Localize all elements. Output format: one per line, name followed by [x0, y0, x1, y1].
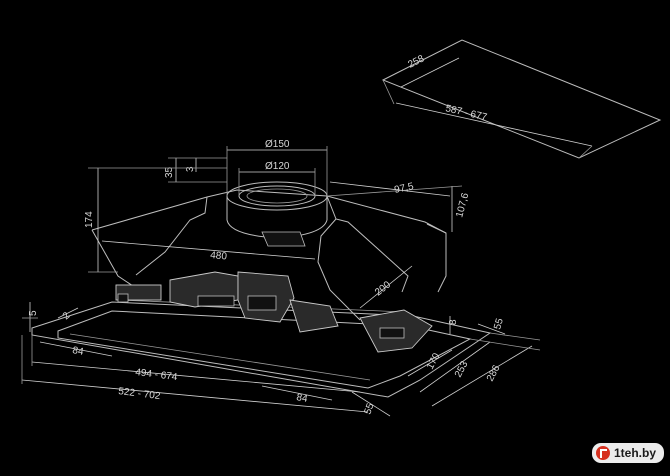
housing-left-edge — [91, 229, 143, 293]
label-width-outer: 522 - 702 — [118, 386, 162, 402]
dim-width-inner — [31, 361, 361, 393]
dim-depth-b — [419, 341, 491, 393]
label-body-height: 174 — [84, 211, 95, 228]
top-depth-label: 258 — [406, 53, 426, 71]
top-width-dimline — [395, 102, 593, 147]
watermark-logo: 1teh.by — [591, 443, 664, 463]
label-body-width: 480 — [210, 250, 228, 262]
top-depth-dimline — [400, 57, 460, 88]
dim-rim-front — [351, 391, 391, 417]
watermark-text: 1teh.by — [613, 446, 656, 460]
dim-outlet-offset — [329, 181, 451, 197]
label-depth-b: 253 — [453, 359, 471, 379]
top-view-plate: 258 587 - 677 — [381, 39, 662, 159]
dim-body-depth — [359, 265, 413, 309]
dim-depth-a — [407, 349, 453, 377]
damper-block — [261, 231, 306, 247]
base-frame — [31, 301, 492, 398]
label-rim-front: 55 — [362, 401, 376, 416]
label-notch-right: 84 — [295, 392, 308, 405]
label-flange-inset: 3 — [185, 166, 196, 172]
label-base-left: 5 — [28, 310, 39, 316]
dim-notch-right — [261, 385, 333, 401]
dim-depth-c — [431, 345, 533, 407]
dim-notch-left — [39, 341, 113, 357]
label-outlet-side: 107,6 — [454, 191, 471, 218]
label-flange-height: 35 — [164, 166, 175, 178]
control-box — [289, 299, 339, 333]
label-base-right: 8 — [448, 319, 459, 325]
dim-body-width — [101, 240, 316, 260]
label-outlet-outer: Ø150 — [265, 139, 290, 150]
label-outlet-inner: Ø120 — [265, 161, 290, 172]
label-outlet-offset: 97,5 — [393, 181, 415, 196]
dim-lip — [477, 323, 506, 335]
dim-width-outer — [21, 379, 369, 413]
housing-top-edge — [91, 189, 447, 293]
label-notch-left: 84 — [71, 345, 84, 358]
top-plate-outline — [381, 39, 662, 159]
label-width-inner: 494 - 674 — [135, 367, 179, 383]
dim-rim-left — [57, 307, 79, 319]
label-lip: 55 — [492, 317, 506, 331]
hood-body — [31, 181, 492, 398]
label-rim-left: 2 — [61, 310, 73, 322]
top-width-label: 587 - 677 — [444, 103, 488, 123]
label-depth-a: 170 — [425, 351, 443, 371]
checkmark-icon — [595, 446, 610, 460]
label-depth-c: 286 — [485, 363, 503, 383]
base-inner-frame — [57, 310, 472, 389]
